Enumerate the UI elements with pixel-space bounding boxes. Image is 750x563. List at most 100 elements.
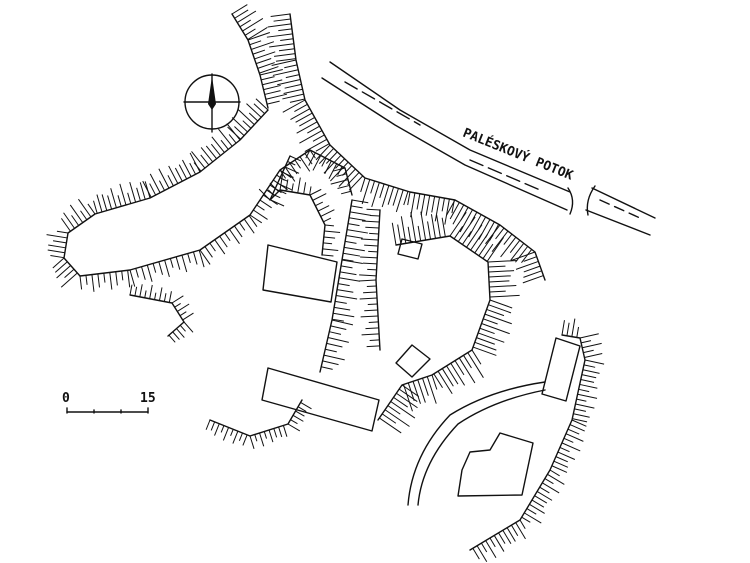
hachure bbox=[425, 195, 431, 216]
hachure bbox=[268, 429, 274, 443]
hachure bbox=[431, 196, 436, 213]
scale-start-label: 0 bbox=[62, 391, 70, 406]
terrain-hachures bbox=[46, 4, 605, 563]
hachure bbox=[431, 374, 438, 390]
hachure bbox=[210, 143, 221, 156]
hachure bbox=[364, 244, 378, 247]
hachure bbox=[417, 225, 422, 241]
hachure bbox=[296, 121, 318, 134]
hachure bbox=[549, 469, 560, 477]
hachure bbox=[289, 155, 302, 162]
hachure bbox=[181, 255, 188, 273]
hachure bbox=[103, 273, 106, 283]
hachure bbox=[259, 199, 272, 209]
hachure bbox=[168, 291, 172, 303]
hachure bbox=[361, 333, 380, 336]
hachure bbox=[468, 214, 482, 238]
hachure bbox=[581, 374, 597, 379]
hachure bbox=[555, 456, 568, 463]
hachure bbox=[198, 250, 205, 268]
hachure bbox=[363, 291, 377, 294]
hachure bbox=[234, 126, 245, 136]
hachure bbox=[309, 188, 322, 196]
hachure bbox=[52, 240, 67, 244]
slope-edge bbox=[209, 399, 303, 437]
hachure bbox=[222, 427, 230, 441]
hachure bbox=[167, 175, 174, 187]
hachure bbox=[211, 136, 225, 153]
hachure bbox=[367, 268, 377, 271]
hachure bbox=[485, 540, 497, 558]
hachure bbox=[152, 263, 157, 273]
slope-edge bbox=[63, 109, 269, 277]
hachure bbox=[308, 152, 316, 166]
hachure bbox=[252, 49, 266, 55]
hachure bbox=[289, 98, 305, 103]
hachure bbox=[315, 201, 324, 207]
hachure bbox=[341, 259, 363, 264]
hachure bbox=[87, 203, 96, 215]
hachure bbox=[379, 417, 402, 434]
hachure bbox=[266, 100, 280, 105]
hachure bbox=[282, 171, 294, 178]
hachure bbox=[325, 348, 337, 353]
building bbox=[262, 244, 338, 303]
hachure bbox=[136, 187, 141, 201]
hachure bbox=[321, 366, 333, 370]
hachure bbox=[109, 272, 113, 290]
hachure bbox=[284, 64, 298, 69]
hachure bbox=[436, 214, 441, 238]
hachure bbox=[331, 319, 354, 326]
hachure bbox=[325, 151, 338, 164]
hachure bbox=[272, 69, 299, 76]
hachure bbox=[391, 222, 397, 246]
hachure bbox=[333, 167, 346, 172]
slope-edge bbox=[469, 334, 586, 551]
hachure bbox=[297, 406, 307, 412]
hachure bbox=[467, 352, 484, 378]
hachure bbox=[309, 186, 312, 196]
hachure bbox=[299, 117, 315, 127]
hachure bbox=[515, 522, 526, 540]
hachure bbox=[254, 434, 258, 442]
hachure bbox=[127, 270, 131, 288]
hachure bbox=[489, 299, 513, 309]
hachure bbox=[158, 261, 164, 275]
hachure bbox=[63, 212, 75, 229]
hachure bbox=[583, 349, 594, 354]
hachure bbox=[323, 236, 336, 239]
hachure bbox=[476, 545, 488, 563]
hachure bbox=[364, 309, 378, 312]
hachure bbox=[351, 199, 369, 204]
hachure bbox=[209, 242, 216, 252]
hachure bbox=[317, 205, 330, 212]
hachure bbox=[336, 173, 347, 177]
hachure bbox=[287, 423, 301, 432]
hachure bbox=[387, 186, 395, 205]
hachure bbox=[278, 28, 293, 32]
hachure bbox=[305, 149, 311, 159]
hachure bbox=[572, 418, 588, 423]
hachure bbox=[366, 345, 380, 348]
hachure bbox=[320, 209, 335, 217]
hachure bbox=[323, 354, 345, 361]
hachure bbox=[127, 192, 132, 204]
hachure bbox=[101, 194, 108, 211]
hachure bbox=[450, 362, 466, 386]
building bbox=[397, 238, 423, 260]
hachure bbox=[199, 249, 211, 265]
hachure bbox=[417, 379, 426, 403]
hachure bbox=[362, 262, 377, 265]
hachure bbox=[580, 340, 592, 344]
hachure bbox=[248, 215, 258, 228]
hachure bbox=[60, 272, 78, 288]
hachure bbox=[488, 265, 506, 268]
hachure bbox=[583, 364, 596, 368]
hachure bbox=[333, 312, 355, 318]
hachure bbox=[449, 202, 460, 220]
hachure bbox=[576, 398, 587, 402]
hachure bbox=[542, 482, 560, 494]
hachure bbox=[472, 548, 480, 560]
hachure bbox=[445, 199, 456, 216]
hachure bbox=[485, 224, 501, 245]
